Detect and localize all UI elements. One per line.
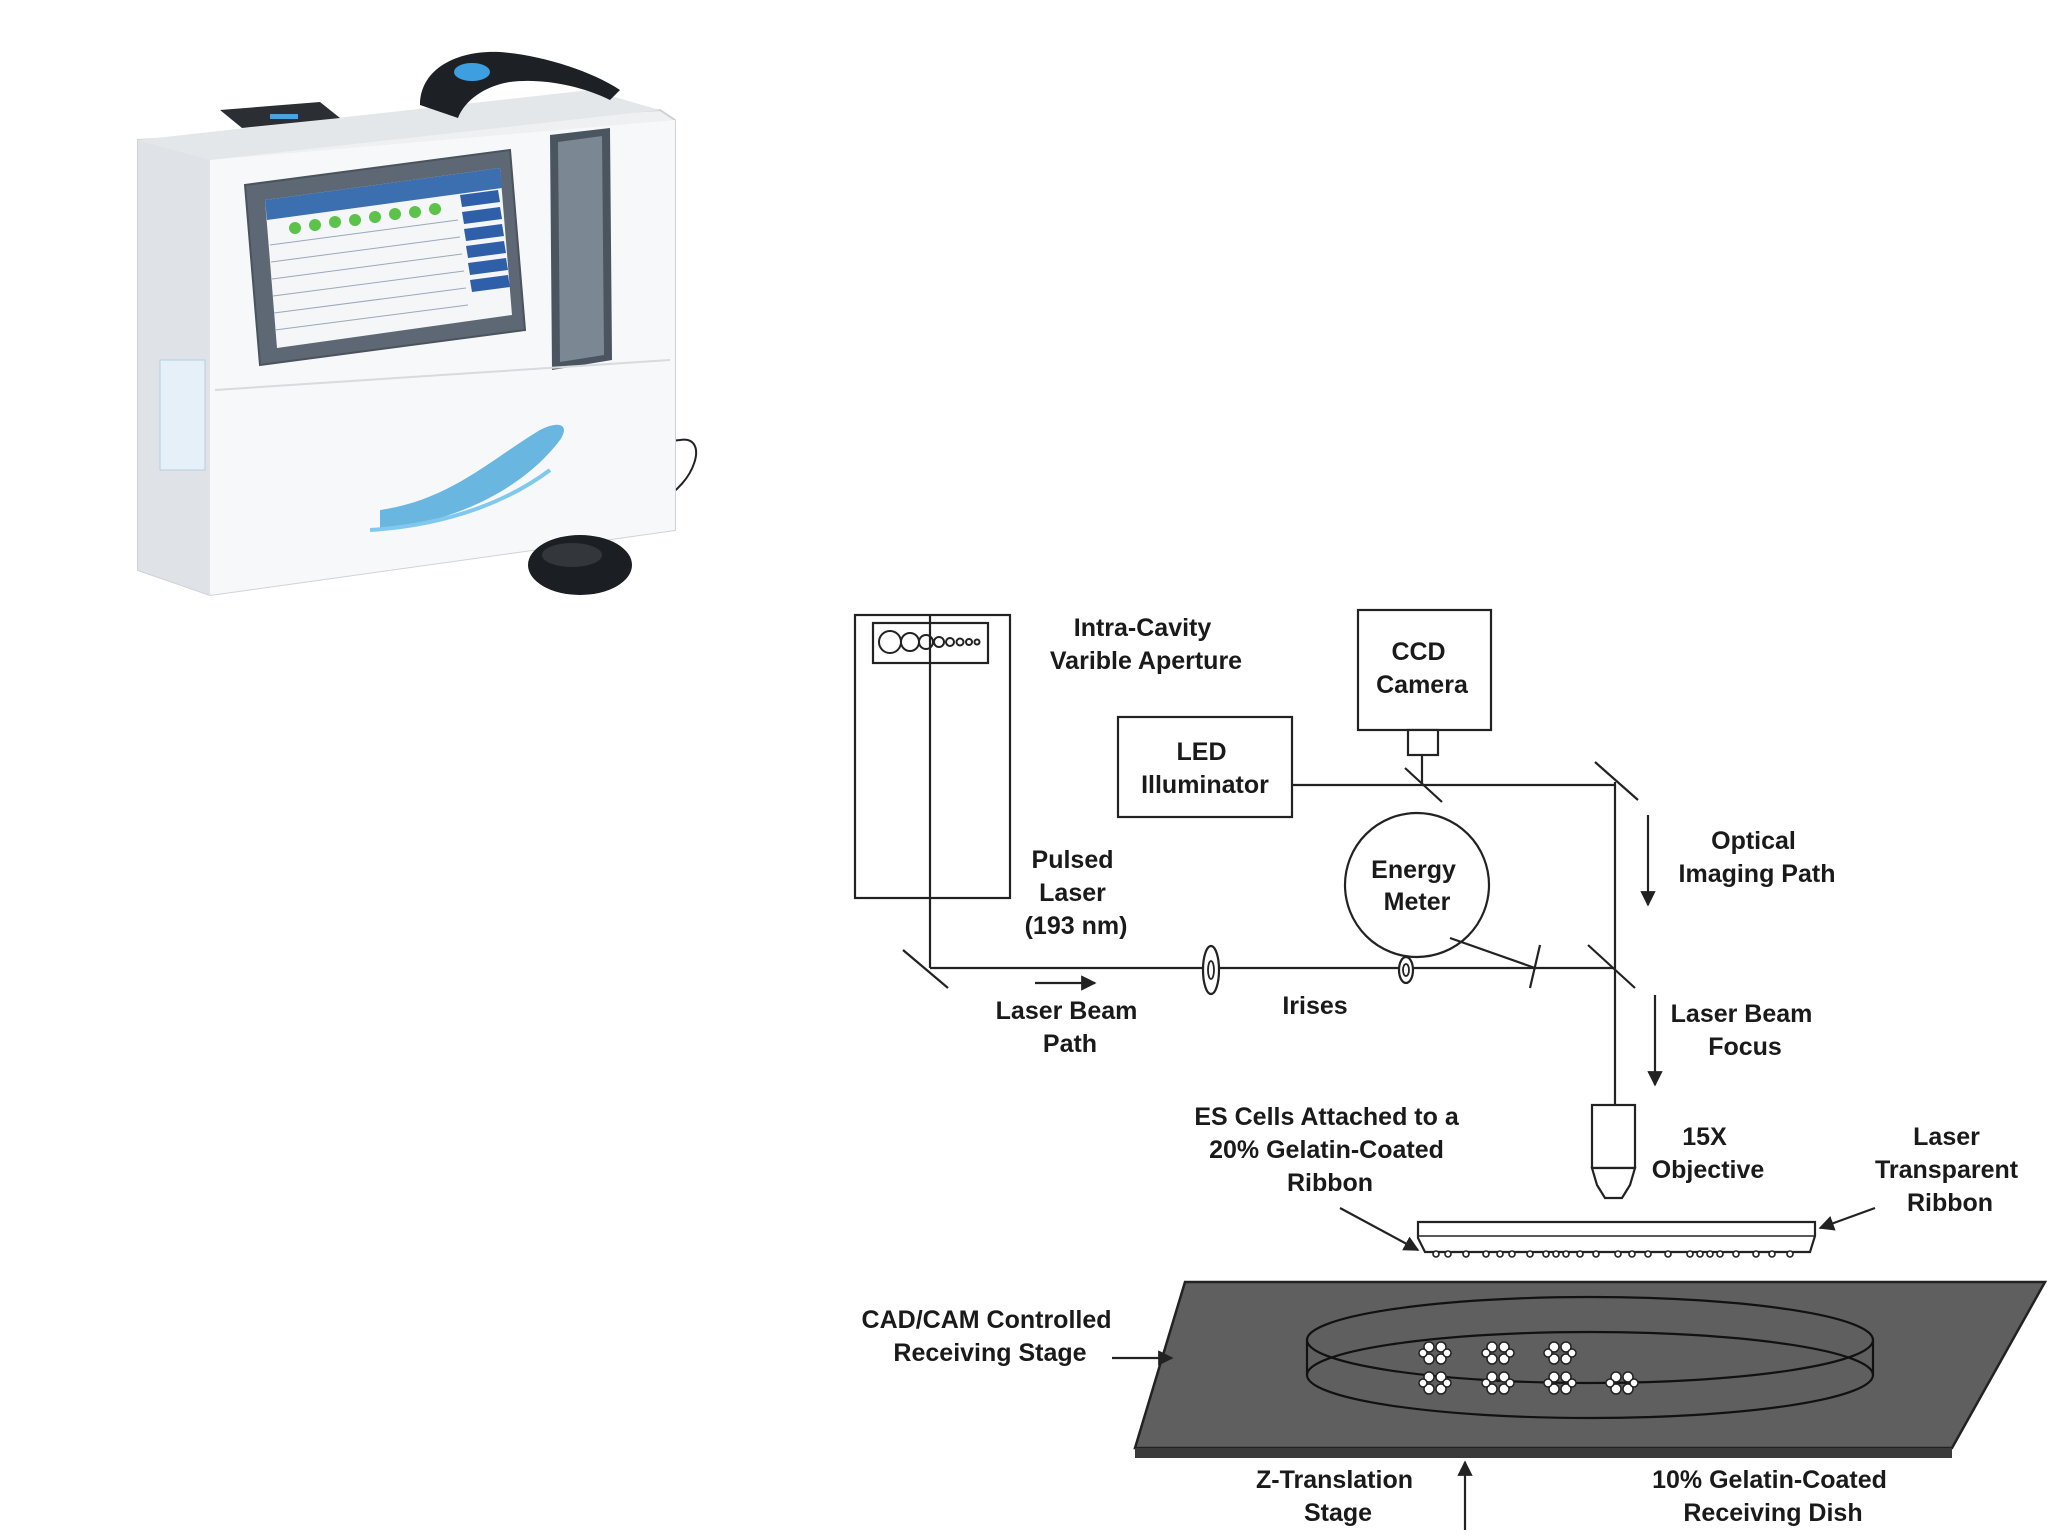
- iris-1: [1201, 944, 1221, 996]
- iris-2: [1397, 955, 1415, 985]
- es-cells-arrow: [1339, 1207, 1420, 1251]
- receiving-stage: [1133, 1280, 2048, 1450]
- led-label: LED Illuminator: [1141, 738, 1269, 799]
- aperture-holes: [878, 630, 981, 654]
- beam-focus-label: Laser Beam Focus: [1671, 1000, 1820, 1061]
- mirror-beam-splitter-bottom: [1587, 944, 1636, 989]
- dish-label: 10% Gelatin-Coated Receiving Dish: [1652, 1466, 1894, 1527]
- mirror-ccd: [1404, 767, 1443, 803]
- ccd-camera-box: [1356, 608, 1493, 732]
- pulsed-laser-label: Pulsed Laser (193 nm): [1025, 846, 1128, 940]
- irises-label: Irises: [1282, 992, 1347, 1020]
- ccd-label: CCD Camera: [1376, 638, 1469, 699]
- stage-label: CAD/CAM Controlled Receiving Stage: [862, 1306, 1119, 1367]
- z-translation-label: Z-Translation Stage: [1256, 1466, 1420, 1527]
- objective-lens: [1590, 1103, 1637, 1200]
- analyzer-photo: [137, 51, 698, 597]
- energy-meter-label: Energy Meter: [1371, 856, 1463, 916]
- ribbon-arrow: [1818, 1206, 1876, 1231]
- objective-label: 15X Objective: [1652, 1123, 1765, 1184]
- receiving-dish: [1305, 1295, 1875, 1420]
- led-illuminator-box: [1116, 715, 1294, 819]
- transparent-ribbon: [1416, 1220, 1817, 1254]
- energy-meter-line: [1449, 936, 1536, 970]
- energy-meter: [1343, 811, 1491, 959]
- energy-splitter: [1528, 944, 1542, 989]
- mirror-laser-turn: [902, 949, 949, 989]
- ccd-lens: [1406, 728, 1440, 757]
- beam-path-label: Laser Beam Path: [996, 997, 1145, 1058]
- optical-path-label: Optical Imaging Path: [1679, 827, 1836, 888]
- es-cells: [1432, 1250, 1794, 1258]
- mirror-beam-splitter-top: [1594, 761, 1639, 801]
- aperture-label: Intra-Cavity Varible Aperture: [1050, 614, 1242, 675]
- cell-clusters: [1418, 1341, 1639, 1395]
- es-cells-label: ES Cells Attached to a 20% Gelatin-Coate…: [1194, 1103, 1465, 1197]
- transparent-ribbon-label: Laser Transparent Ribbon: [1875, 1123, 2025, 1217]
- stage-edge: [1135, 1448, 1952, 1458]
